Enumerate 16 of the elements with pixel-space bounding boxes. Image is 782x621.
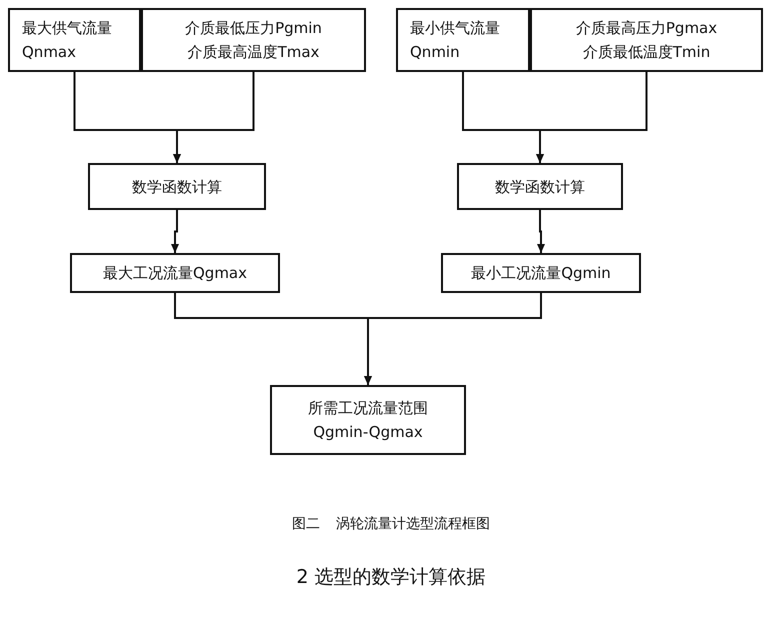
process-box: 数学函数计算 [457,163,623,210]
process-box: 所需工况流量范围 Qgmin-Qgmax [270,385,466,455]
arrow [536,72,648,163]
arrow [364,293,542,385]
arrow [537,210,545,253]
process-box: 最小供气流量 Qnmin [396,8,530,72]
caption: 图二 涡轮流量计选型流程框图 [290,515,492,533]
process-box: 数学函数计算 [88,163,266,210]
process-box: 最大供气流量 Qnmax [8,8,141,72]
arrow [173,72,254,163]
process-box: 最小工况流量Qgmin [441,253,641,293]
process-box: 最大工况流量Qgmax [70,253,280,293]
section-heading: 2 选型的数学计算依据 [295,565,487,590]
process-box: 介质最低压力Pgmin 介质最高温度Tmax [141,8,366,72]
process-box: 介质最高压力Pgmax 介质最低温度Tmin [530,8,763,72]
arrow [171,210,179,253]
